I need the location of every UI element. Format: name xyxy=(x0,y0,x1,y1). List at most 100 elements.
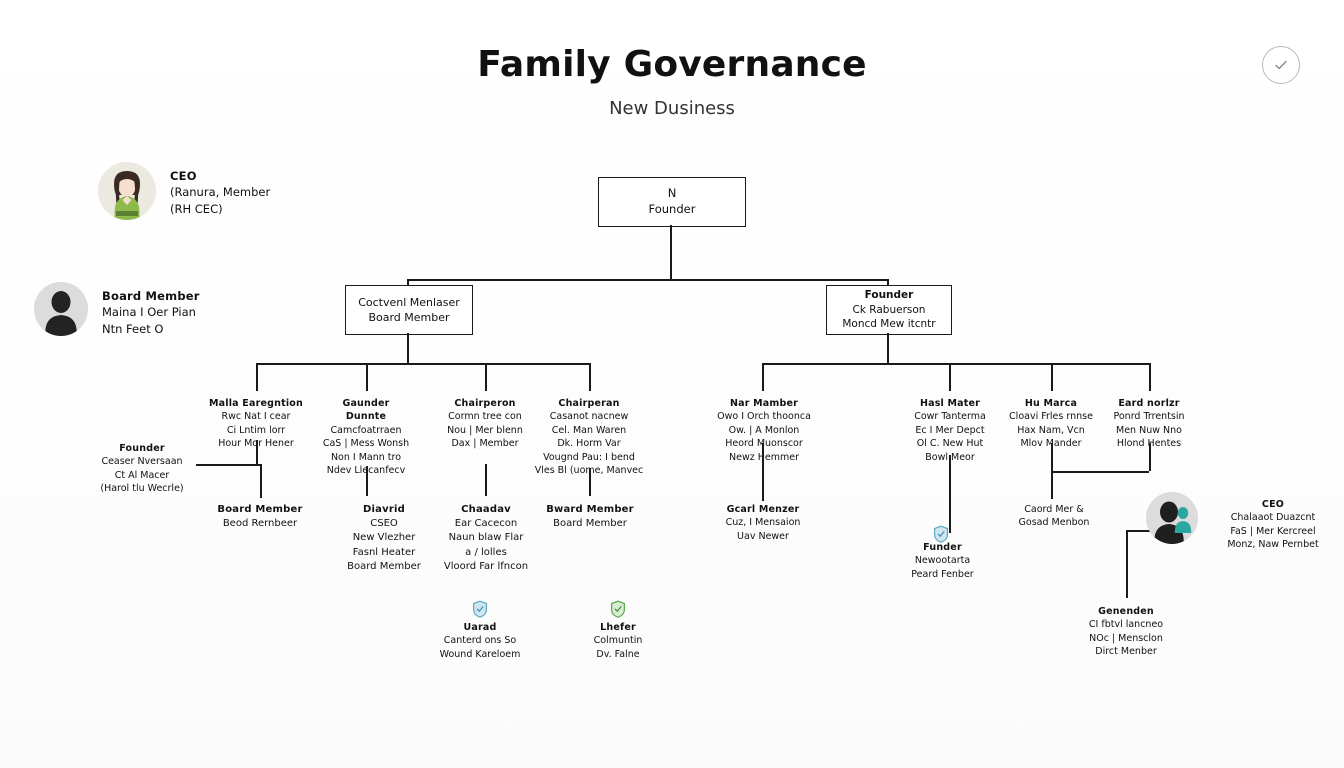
node-line: Canterd ons So xyxy=(443,635,517,647)
level3-label-gaunder[interactable]: Gaunder Dunnte Camcfoatrraen CaS | Mess … xyxy=(300,397,432,478)
node-line: Beod Rernbeer xyxy=(222,518,298,530)
node-title: Genenden xyxy=(1098,606,1154,617)
node-line: Coctvenl Menlaser xyxy=(358,295,460,309)
connector-eard-bus xyxy=(1051,471,1149,473)
level2-node-right[interactable]: Founder Ck Rabuerson Moncd Mew itcntr xyxy=(826,285,952,335)
node-line: Casanot nacnew xyxy=(549,411,629,423)
level3-label-chairperan[interactable]: Chairperan Casanot nacnew Cel. Man Waren… xyxy=(521,397,657,478)
node-line: Heord Muonscor xyxy=(725,438,803,450)
node-line: Non I Mann tro xyxy=(330,451,402,463)
level4-label-boardmember[interactable]: Board Member Beod Rernbeer xyxy=(200,503,320,531)
node-line: Ndev Llecanfecv xyxy=(326,465,406,477)
ceo-avatar-label: CEO (Ranura, Member (RH CEC) xyxy=(170,168,270,217)
node-line: Moncd Mew itcntr xyxy=(842,318,936,331)
root-line2: Founder xyxy=(648,202,696,216)
node-line: Vloord Far lfncon xyxy=(443,560,529,572)
connector-left-stem xyxy=(407,333,409,363)
badged-node-uarad[interactable]: Uarad Canterd ons So Wound Kareloem xyxy=(420,621,540,661)
avatar-line: Ntn Feet O xyxy=(102,321,164,336)
node-line: Dirct Menber xyxy=(1095,646,1157,658)
level3-label-malla[interactable]: Malla Earegntion Rwc Nat I cear Ci Lntim… xyxy=(186,397,326,451)
node-line: Board Member xyxy=(553,518,627,530)
connector-chairperan-down xyxy=(589,468,591,496)
avatar-line: (RH CEC) xyxy=(170,201,223,216)
node-title: Chairperon xyxy=(454,398,516,409)
node-title: Gaunder xyxy=(342,398,390,409)
node-line: Caord Mer & xyxy=(1024,504,1084,515)
node-title: Uarad xyxy=(463,622,497,633)
node-line: (Harol tlu Wecrle) xyxy=(100,483,184,495)
level4-label-caordmer[interactable]: Caord Mer & Gosad Menbon xyxy=(995,503,1113,530)
node-title: Eard norlzr xyxy=(1118,398,1180,409)
node-line: Ear Cacecon xyxy=(454,518,518,530)
connector-drop-humarca xyxy=(1051,363,1053,391)
person-avatar-duo xyxy=(1146,492,1198,544)
node-line: Ec I Mer Depct xyxy=(915,424,985,436)
level3-label-narmamber[interactable]: Nar Mamber Owo I Orch thoonca Ow. | A Mo… xyxy=(700,397,828,464)
bottom-right-label-genenden[interactable]: Genenden CI fbtvl lancneo NOc | Mensclon… xyxy=(1066,605,1186,659)
node-line: Vles Bl (uome, Manvec xyxy=(534,465,644,477)
node-title: Lhefer xyxy=(600,622,636,633)
node-title: Bward Member xyxy=(546,504,634,515)
connector-drop-eardnorlzr xyxy=(1149,363,1151,391)
level3-label-eardnorlzr[interactable]: Eard norlzr Ponrd Trrentsin Men Nuw Nno … xyxy=(1098,397,1200,451)
root-node[interactable]: N Founder xyxy=(598,177,746,227)
node-title: Hasl Mater xyxy=(919,398,981,409)
node-line: Founder xyxy=(864,289,914,302)
node-title: Nar Mamber xyxy=(729,398,799,409)
node-line: Rwc Nat I cear xyxy=(221,411,291,423)
node-line: Board Member xyxy=(368,311,450,324)
connector-left-bus xyxy=(256,363,589,365)
level3-label-chairperon[interactable]: Chairperon Cormn tree con Nou | Mer blen… xyxy=(423,397,547,451)
node-line: Newootarta xyxy=(914,555,971,567)
avatar-line: (Ranura, Member xyxy=(170,185,271,200)
connector-drop-chairperan xyxy=(589,363,591,391)
node-line: Men Nuw Nno xyxy=(1116,424,1182,436)
node-line: Board Member xyxy=(347,560,421,572)
node-line: Ponrd Trrentsin xyxy=(1113,411,1185,423)
connector-drop-narmamber xyxy=(762,363,764,391)
badged-node-funder[interactable]: Funder Newootarta Peard Fenber xyxy=(885,541,1000,581)
node-line: Hour Mor Hener xyxy=(218,438,294,450)
shield-icon[interactable] xyxy=(472,600,488,618)
badged-node-lhefer[interactable]: Lhefer Colmuntin Dv. Falne xyxy=(558,621,678,661)
connector-right-stem xyxy=(887,333,889,363)
connector-drop-malla xyxy=(256,363,258,391)
connector-genenden-bus xyxy=(1126,530,1150,532)
level2-node-left[interactable]: Coctvenl Menlaser Board Member xyxy=(345,285,473,335)
node-line: Nou | Mer blenn xyxy=(447,424,523,436)
node-line: Dax | Member xyxy=(451,438,519,450)
level4-label-gcarlmenzer[interactable]: Gcarl Menzer Cuz, I Mensaion Uav Newer xyxy=(703,503,823,543)
level4-label-chaadav[interactable]: Chaadav Ear Cacecon Naun blaw Flar a / l… xyxy=(426,503,546,574)
connector-eardnorlzr-down xyxy=(1149,443,1151,471)
node-line: Camcfoatrraen xyxy=(330,424,402,436)
connector-genenden-down xyxy=(1126,530,1128,598)
connector-gaunder-down xyxy=(366,466,368,496)
node-line: Peard Fenber xyxy=(911,568,974,580)
avatar-role: Board Member xyxy=(102,289,200,303)
connector-chairperon-down xyxy=(485,464,487,496)
node-line: Cloavi Frles rnnse xyxy=(1009,411,1093,423)
connector-drop-gaunder xyxy=(366,363,368,391)
node-line: Cel. Man Waren xyxy=(551,424,627,436)
level4-label-bwardmember[interactable]: Bward Member Board Member xyxy=(530,503,650,531)
node-line: Ci Lntim lorr xyxy=(226,424,286,436)
ceo-right-avatar-label: CEO Chalaaot Duazcnt FaS | Mer Kercreel … xyxy=(1208,498,1338,552)
level4-label-diavrid[interactable]: Diavrid CSEO New Vlezher Fasnl Heater Bo… xyxy=(325,503,443,574)
shield-icon[interactable] xyxy=(933,525,949,543)
level4-label-founder[interactable]: Founder Ceaser Nversaan Ct Al Macer (Har… xyxy=(78,442,206,496)
node-line: Cowr Tanterma xyxy=(914,411,986,423)
node-line: CSEO xyxy=(370,518,398,530)
node-line: Wound Kareloem xyxy=(439,648,521,660)
connector-drop-haslmater xyxy=(949,363,951,391)
node-line: Naun blaw Flar xyxy=(448,532,524,544)
node-line: Dunnte xyxy=(345,411,387,423)
node-line: Dv. Falne xyxy=(596,648,640,660)
avatar-line: FaS | Mer Kercreel xyxy=(1230,525,1316,537)
check-circle-icon[interactable] xyxy=(1262,46,1300,84)
node-line: Cuz, I Mensaion xyxy=(725,517,801,529)
connector-founder-bus xyxy=(196,464,262,466)
shield-icon[interactable] xyxy=(610,600,626,618)
node-line: Hlond Hentes xyxy=(1116,438,1182,450)
